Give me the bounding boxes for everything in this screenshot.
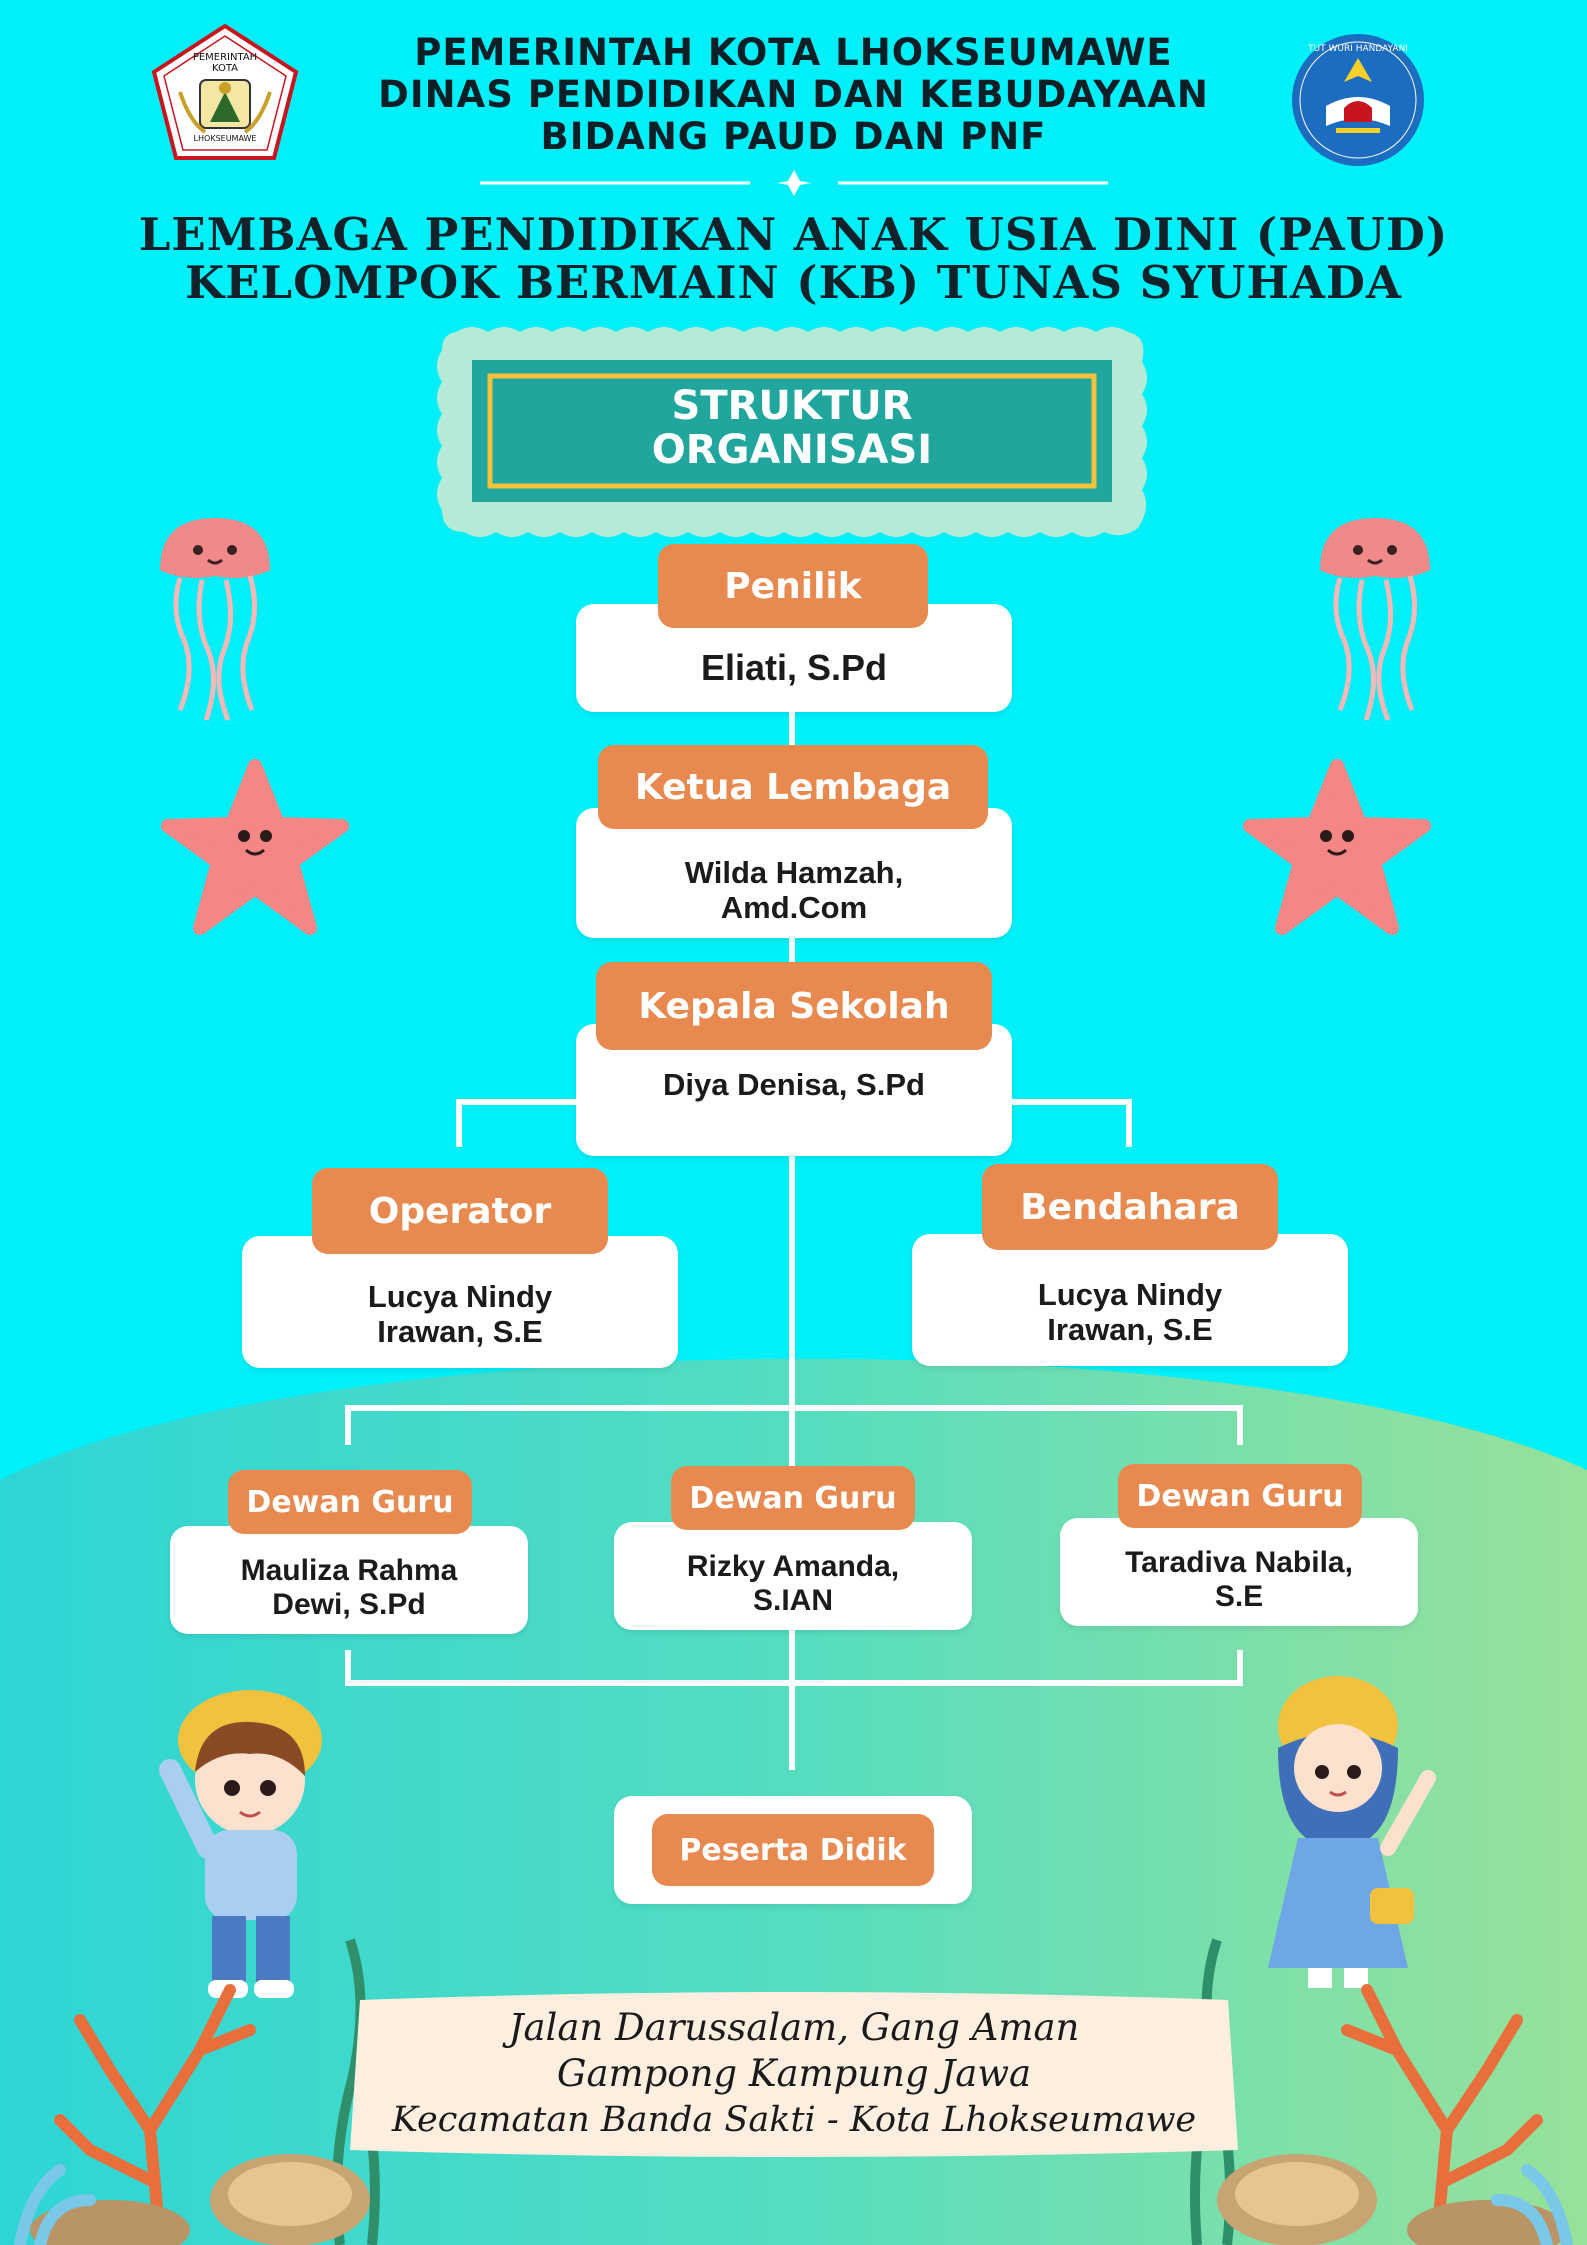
connector-guru3-rise: [1237, 1650, 1243, 1686]
guru-1-title: Dewan Guru: [228, 1470, 472, 1534]
guru-3-card: Taradiva Nabila, S.E: [1060, 1518, 1418, 1626]
operator-card: Lucya Nindy Irawan, S.E: [242, 1236, 678, 1368]
address-line-2: Gampong Kampung Jawa: [556, 2052, 1032, 2095]
operator-name: Lucya Nindy Irawan, S.E: [367, 1279, 553, 1349]
starfish-icon: [161, 759, 349, 935]
connector-guru-branch: [345, 1405, 1243, 1411]
header-line-1: PEMERINTAH KOTA LHOKSEUMAWE: [414, 31, 1173, 74]
tut-wuri-logo-text: TUT WURI HANDAYANI: [1308, 44, 1408, 54]
connector-guru-bottom: [345, 1680, 1243, 1686]
ketua-name: Wilda Hamzah, Amd.Com: [684, 855, 904, 925]
tut-wuri-handayani-logo: TUT WURI HANDAYANI: [1288, 30, 1428, 170]
city-logo: PEMERINTAH KOTA LHOKSEUMAWE: [150, 22, 300, 162]
connector-guru1-drop: [345, 1405, 351, 1445]
address-scroll: [350, 1992, 1238, 2157]
banner-title-line-1: STRUKTUR: [671, 383, 913, 429]
city-logo-bottom-text: LHOKSEUMAWE: [193, 134, 257, 143]
coral-icon: [14, 1938, 380, 2245]
jellyfish-icon: [1320, 518, 1430, 721]
connector-bendahara-drop: [1126, 1099, 1132, 1147]
address-line-3: Kecamatan Banda Sakti - Kota Lhokseumawe: [391, 2100, 1197, 2140]
institution-line-1: LEMBAGA PENDIDIKAN ANAK USIA DINI (PAUD): [138, 208, 1449, 261]
guru-3-title: Dewan Guru: [1118, 1464, 1362, 1528]
divider-ornament: [480, 170, 1108, 196]
city-logo-text: PEMERINTAH KOTA: [192, 52, 258, 74]
operator-title: Operator: [312, 1168, 608, 1254]
header-line-2: DINAS PENDIDIKAN DAN KEBUDAYAAN: [378, 73, 1209, 116]
connector-operator-drop: [456, 1099, 462, 1147]
jellyfish-icon: [160, 518, 270, 721]
bendahara-card: Lucya Nindy Irawan, S.E: [912, 1234, 1348, 1366]
peserta-title: Peserta Didik: [652, 1814, 934, 1886]
ketua-title: Ketua Lembaga: [598, 745, 988, 829]
connector-guru3-drop: [1237, 1405, 1243, 1445]
address-line-1: Jalan Darussalam, Gang Aman: [508, 2006, 1080, 2049]
starfish-icon: [1243, 759, 1431, 935]
guru-2-name: Rizky Amanda, S.IAN: [686, 1550, 900, 1617]
guru-1-name: Mauliza Rahma Dewi, S.Pd: [240, 1554, 458, 1621]
guru-2-title: Dewan Guru: [671, 1466, 915, 1530]
bendahara-title: Bendahara: [982, 1164, 1278, 1250]
bendahara-name: Lucya Nindy Irawan, S.E: [1037, 1277, 1223, 1347]
guru-3-name: Taradiva Nabila, S.E: [1125, 1546, 1353, 1613]
guru-1-card: Mauliza Rahma Dewi, S.Pd: [170, 1526, 528, 1634]
connector-guru1-rise: [345, 1650, 351, 1686]
kepala-name: Diya Denisa, S.Pd: [663, 1067, 925, 1102]
kepala-title: Kepala Sekolah: [596, 962, 992, 1050]
header-line-3: BIDANG PAUD DAN PNF: [540, 115, 1047, 158]
penilik-name: Eliati, S.Pd: [700, 647, 888, 688]
penilik-title: Penilik: [658, 544, 928, 628]
guru-2-card: Rizky Amanda, S.IAN: [614, 1522, 972, 1630]
ketua-card: Wilda Hamzah, Amd.Com: [576, 808, 1012, 938]
banner-title-line-2: ORGANISASI: [651, 427, 933, 473]
title-banner: STRUKTUR ORGANISASI: [432, 322, 1152, 542]
connector-trunk: [789, 710, 795, 1770]
institution-line-2: KELOMPOK BERMAIN (KB) TUNAS SYUHADA: [185, 256, 1402, 309]
child-girl-icon: [1268, 1676, 1436, 1988]
